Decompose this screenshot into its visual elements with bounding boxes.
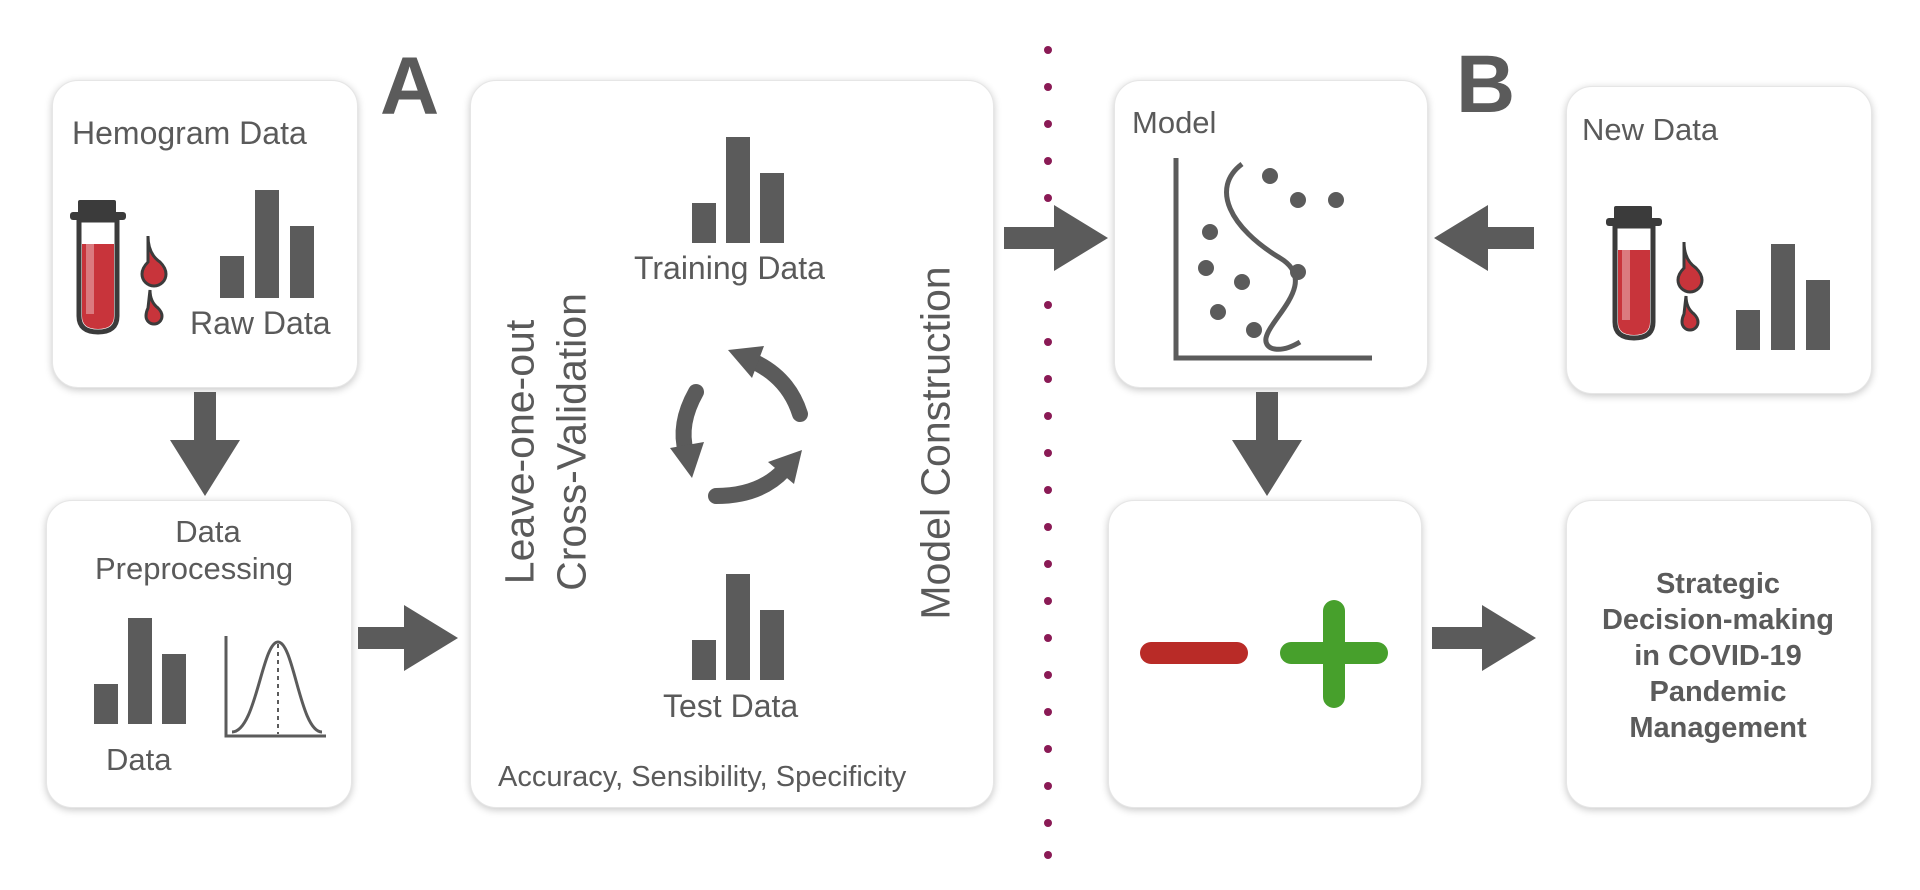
bar-chart-icon (1736, 244, 1830, 350)
scatter-plot-icon (1173, 158, 1372, 361)
arrow-right-icon (1004, 205, 1108, 271)
cross-validation-label: Cross-Validation (548, 293, 595, 591)
decision-line2: Decision-making (1601, 604, 1835, 636)
decision-line4: Pandemic (1649, 676, 1787, 708)
model-construction-label: Model Construction (912, 266, 959, 620)
arrow-right-icon (1432, 605, 1536, 671)
arrow-left-icon (1434, 205, 1534, 271)
minus-icon (1140, 642, 1248, 664)
data-preprocessing-box (46, 500, 352, 808)
panel-b-letter: B (1456, 39, 1516, 130)
metrics-label: Accuracy, Sensibility, Specificity (498, 761, 907, 793)
hemogram-data-title: Hemogram Data (72, 115, 307, 151)
decision-making-box (1566, 500, 1872, 808)
arrow-down-icon (1232, 392, 1302, 496)
panel-a-letter: A (380, 41, 440, 132)
decision-text: Strategic Decision-making in COVID-19 Pa… (1566, 566, 1870, 746)
new-data-title: New Data (1582, 112, 1719, 147)
preprocessing-title-line1: Data (175, 514, 241, 549)
test-tube-icon (70, 200, 168, 335)
bar-chart-icon (94, 618, 186, 724)
training-data-label: Training Data (634, 250, 825, 286)
model-box (1114, 80, 1428, 388)
raw-data-label: Raw Data (190, 305, 331, 341)
test-data-label: Test Data (663, 688, 799, 724)
preprocessing-title-line2: Preprocessing (95, 551, 294, 586)
bar-chart-icon (220, 190, 314, 298)
decision-line1: Strategic (1655, 568, 1781, 600)
panel-divider (1044, 46, 1052, 859)
leave-one-out-label: Leave-one-out (496, 319, 543, 585)
cycle-arrows-icon (670, 346, 808, 504)
arrow-down-icon (170, 392, 240, 496)
normal-distribution-icon (224, 636, 326, 738)
bar-chart-icon (692, 137, 784, 243)
decision-line5: Management (1629, 712, 1807, 744)
arrow-right-icon (358, 605, 458, 671)
test-tube-icon (1606, 206, 1704, 341)
plus-icon (1280, 600, 1388, 708)
decision-line3: in COVID-19 (1634, 640, 1802, 672)
data-label: Data (106, 742, 172, 777)
bar-chart-icon (692, 574, 784, 680)
model-title: Model (1132, 105, 1217, 140)
